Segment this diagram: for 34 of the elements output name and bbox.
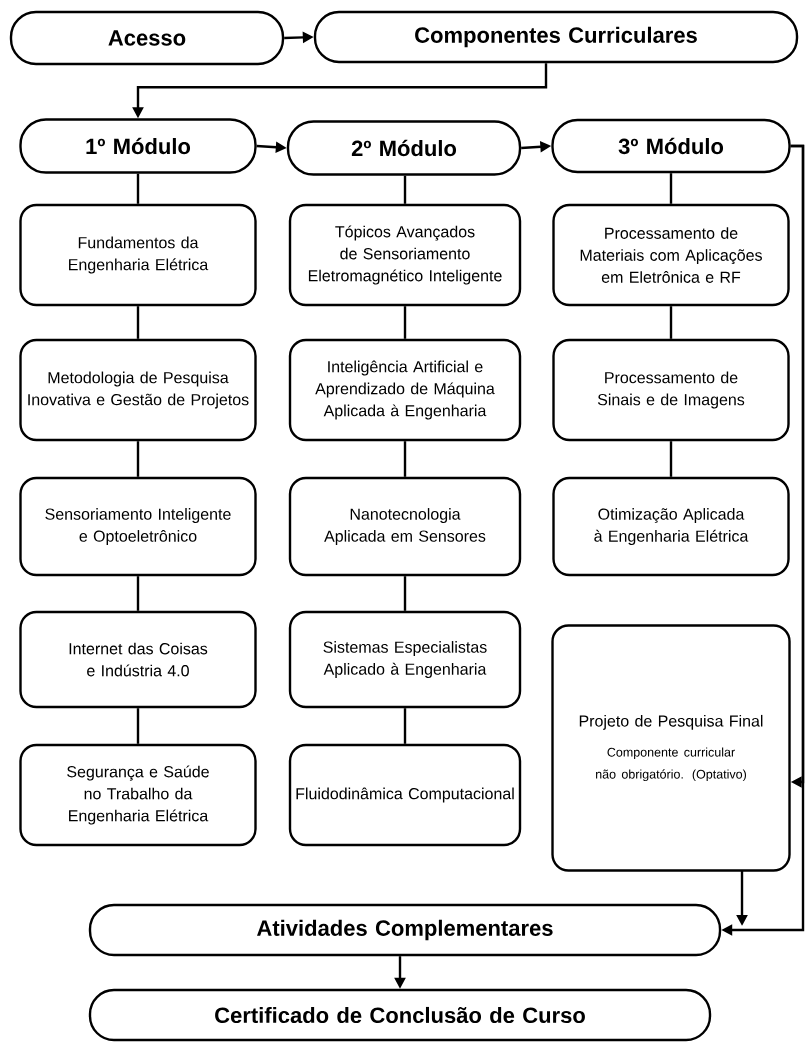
connector-line: [136, 173, 140, 204]
stage-pill: 1º Módulo: [19, 118, 257, 174]
connector-line: [403, 175, 407, 204]
course-box: Processamento de Materiais com Aplicações em Eletrônica e RF: [552, 203, 790, 307]
course-box: Processamento de Sinais e de Imagens: [552, 338, 790, 442]
stage-pill: Certificado de Conclusão de Curso: [88, 988, 712, 1042]
course-box: Nanotecnologia Aplicada em Sensores: [288, 476, 522, 577]
connector-line: [669, 173, 673, 204]
connector-line: [669, 441, 673, 477]
course-box: Projeto de Pesquisa Final Componente curricular não obrigatório. (Optativo): [551, 624, 791, 872]
connector-line: [669, 306, 673, 339]
stage-pill: 3º Módulo: [551, 118, 791, 174]
connector-line: [136, 576, 140, 611]
connector-line: [403, 708, 407, 744]
course-box: Segurança e Saúde no Trabalho da Engenharia Elétrica: [19, 743, 257, 847]
stage-pill: Acesso: [9, 10, 285, 66]
connector-line: [403, 576, 407, 611]
course-box: Otimização Aplicada à Engenharia Elétrica: [552, 476, 790, 577]
stage-pill: Atividades Complementares: [88, 903, 722, 957]
stage-pill: Componentes Curriculares: [313, 10, 799, 64]
course-box: Fluidodinâmica Computacional: [288, 743, 522, 847]
connector-line: [403, 306, 407, 339]
connector-line: [136, 441, 140, 477]
course-box: Sensoriamento Inteligente e Optoeletrônico: [19, 476, 257, 577]
stage-pill: 2º Módulo: [286, 120, 522, 176]
connector-line: [136, 306, 140, 339]
course-box: Tópicos Avançados de Sensoriamento Eletromagnético Inteligente: [288, 203, 522, 307]
connector-line: [403, 441, 407, 477]
course-box: Sistemas Especialistas Aplicado à Engenharia: [288, 610, 522, 709]
course-box: Metodologia de Pesquisa Inovativa e Gestão de Projetos: [19, 338, 257, 442]
course-box: Internet das Coisas e Indústria 4.0: [19, 610, 257, 709]
connector-line: [136, 708, 140, 744]
course-box: Inteligência Artificial e Aprendizado de Máquina Aplicada à Engenharia: [288, 338, 522, 442]
course-box: Fundamentos da Engenharia Elétrica: [19, 203, 257, 307]
